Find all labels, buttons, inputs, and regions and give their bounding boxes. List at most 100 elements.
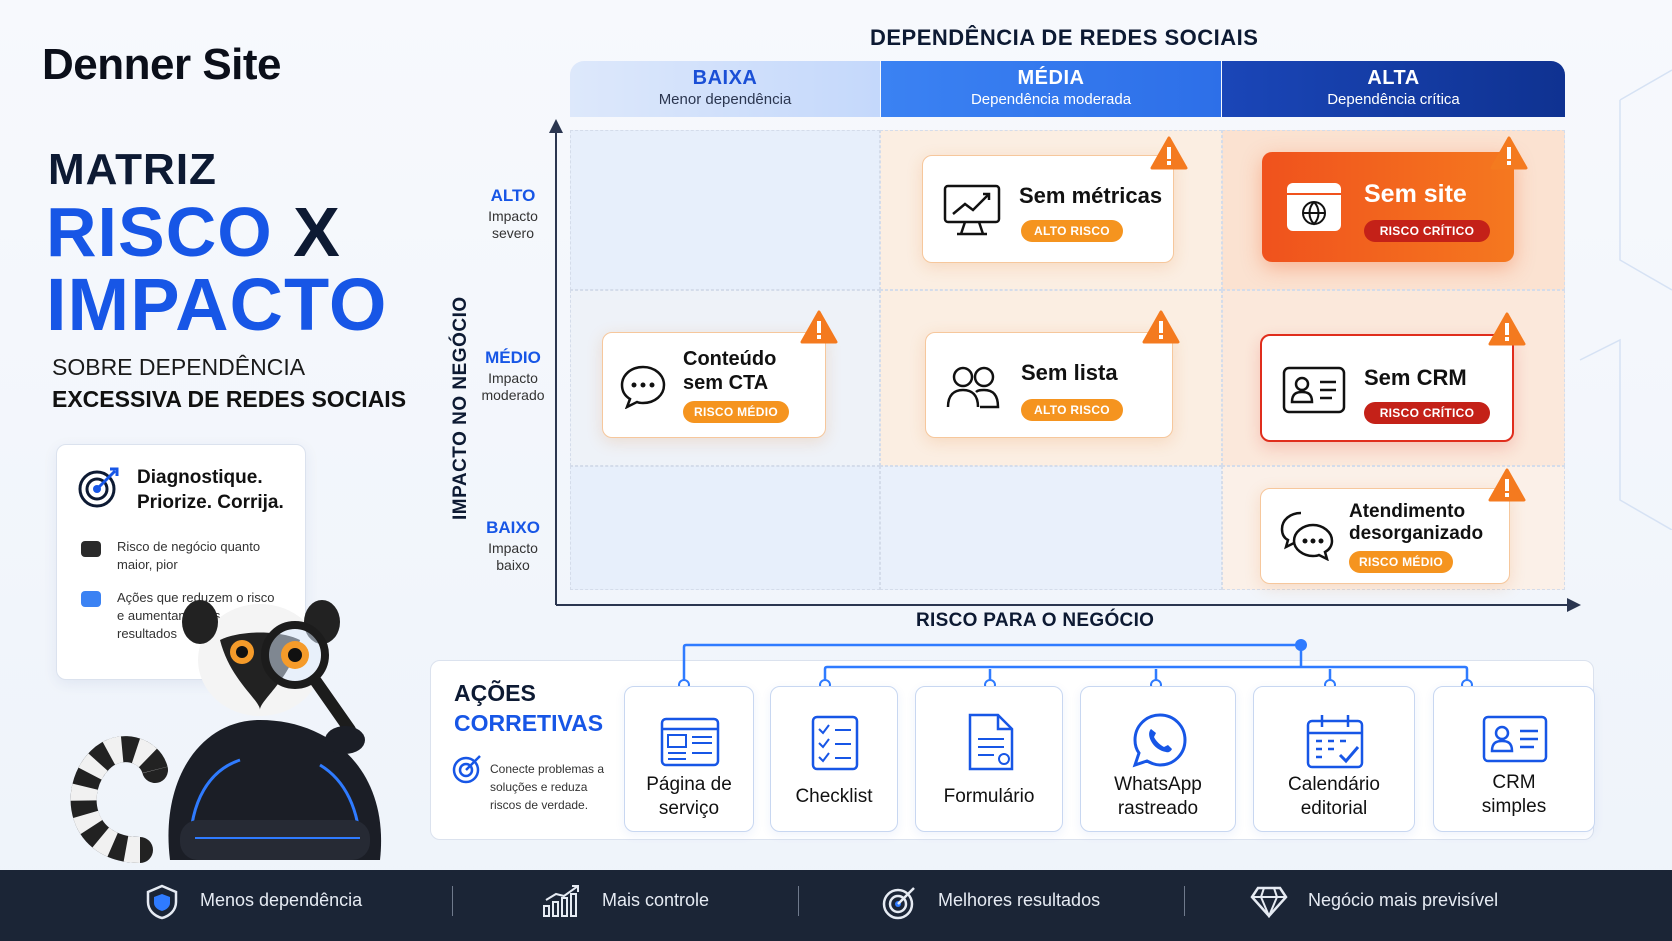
risk-title: Sem métricas xyxy=(1019,183,1163,208)
column-media-sub: Dependência moderada xyxy=(970,91,1132,108)
subtitle-line2: EXCESSIVA DE REDES SOCIAIS xyxy=(52,386,407,412)
brand-name-first: Denner xyxy=(42,40,191,89)
row-medio: MÉDIO Impacto moderado xyxy=(468,348,558,404)
action-label: Formulário xyxy=(943,786,1035,807)
footer-bar xyxy=(0,870,1672,941)
target-icon xyxy=(882,887,915,920)
diamond-icon xyxy=(1250,886,1288,918)
actions-title-line1: AÇÕES xyxy=(454,680,536,706)
action-pagina-de-servico[interactable]: Página de serviço xyxy=(624,686,754,832)
footer-divider xyxy=(452,886,453,916)
row-alto-sub: Impacto severo xyxy=(488,208,538,241)
bottom-axis-title: RISCO PARA O NEGÓCIO xyxy=(916,610,1155,631)
warning-icon xyxy=(1488,312,1526,346)
legend-risk-text: Risco de negócio quanto maior, pior xyxy=(117,539,261,572)
row-alto-label: ALTO xyxy=(490,186,536,205)
contact-card-icon xyxy=(1282,366,1346,414)
actions-description: Conecte problemas a soluções e reduza ri… xyxy=(490,762,605,812)
actions-title-line2: CORRETIVAS xyxy=(454,710,604,736)
form-icon xyxy=(968,713,1014,771)
target-icon xyxy=(78,467,119,508)
action-formulario[interactable]: Formulário xyxy=(915,686,1063,832)
column-alta-sub: Dependência crítica xyxy=(1327,91,1460,108)
title-risco-word: RISCO xyxy=(46,193,273,271)
shield-icon xyxy=(146,884,178,920)
whatsapp-icon xyxy=(1132,713,1187,768)
action-label: CRM simples xyxy=(1481,772,1547,817)
risk-badge: ALTO RISCO xyxy=(1021,220,1123,242)
chat-bubbles-icon xyxy=(1280,511,1334,561)
action-calendario-editorial[interactable]: Calendário editorial xyxy=(1253,686,1415,832)
cell-alto-baixa xyxy=(570,130,880,290)
users-icon xyxy=(946,366,1000,409)
row-medio-sub: Impacto moderado xyxy=(481,370,545,403)
chat-bubble-icon xyxy=(620,365,666,409)
action-label: Página de serviço xyxy=(646,774,732,819)
risk-card-sem-crm[interactable]: Sem CRM RISCO CRÍTICO xyxy=(1260,334,1514,442)
footer-divider xyxy=(798,886,799,916)
footer-divider xyxy=(1184,886,1185,916)
risk-title: Conteúdo sem CTA xyxy=(683,348,777,394)
action-whatsapp-rastreado[interactable]: WhatsApp rastreado xyxy=(1080,686,1236,832)
column-alta: ALTA Dependência crítica xyxy=(1222,61,1565,117)
column-baixa-label: BAIXA xyxy=(692,67,758,89)
row-baixo-label: BAIXO xyxy=(486,518,540,537)
column-baixa-sub: Menor dependência xyxy=(658,91,792,108)
footer-item-label: Menos dependência xyxy=(200,890,363,910)
footer-item-label: Melhores resultados xyxy=(938,890,1101,910)
globe-window-icon xyxy=(1287,183,1341,231)
footer-item-label: Negócio mais previsível xyxy=(1308,890,1499,910)
risk-card-atendimento-desorganizado[interactable]: Atendimento desorganizado RISCO MÉDIO xyxy=(1260,488,1510,584)
action-label: Checklist xyxy=(795,786,873,807)
action-crm-simples[interactable]: CRM simples xyxy=(1433,686,1595,832)
warning-icon xyxy=(800,310,838,344)
column-media: MÉDIA Dependência moderada xyxy=(881,61,1221,117)
growth-chart-icon xyxy=(543,885,579,917)
row-baixo: BAIXO Impacto baixo xyxy=(468,518,558,574)
row-medio-label: MÉDIO xyxy=(485,348,541,367)
calendar-icon xyxy=(1306,715,1364,769)
column-media-label: MÉDIA xyxy=(1017,67,1085,89)
column-alta-label: ALTA xyxy=(1367,67,1420,89)
matrix-axes xyxy=(549,119,1581,612)
risk-card-sem-lista[interactable]: Sem lista ALTO RISCO xyxy=(925,332,1173,438)
subtitle-line1: SOBRE DEPENDÊNCIA xyxy=(52,354,306,380)
action-checklist[interactable]: Checklist xyxy=(770,686,898,832)
brand-logo: Denner Site xyxy=(42,40,282,90)
risk-title: Sem lista xyxy=(1021,360,1118,385)
risk-badge: RISCO CRÍTICO xyxy=(1364,220,1490,242)
diagnostic-title: Diagnostique. Priorize. Corrija. xyxy=(137,467,284,513)
title-x: X xyxy=(293,193,341,271)
risk-card-conteudo-sem-cta[interactable]: Conteúdo sem CTA RISCO MÉDIO xyxy=(602,332,826,438)
legend-action-swatch xyxy=(81,591,101,607)
legend-risk-swatch xyxy=(81,541,101,557)
risk-title: Sem site xyxy=(1364,180,1467,208)
risk-card-sem-metricas[interactable]: Sem métricas ALTO RISCO xyxy=(922,155,1174,263)
lemur-mascot xyxy=(70,600,382,863)
title-impacto: IMPACTO xyxy=(46,263,388,346)
risk-badge: RISCO MÉDIO xyxy=(683,401,789,423)
risk-card-sem-site[interactable]: Sem site RISCO CRÍTICO xyxy=(1262,152,1514,262)
risk-badge: ALTO RISCO xyxy=(1021,399,1123,421)
cell-baixo-media xyxy=(880,466,1222,590)
row-baixo-sub: Impacto baixo xyxy=(488,540,538,573)
diagnostic-card: Diagnostique. Priorize. Corrija. Risco d… xyxy=(56,444,306,680)
cell-baixo-baixa xyxy=(570,466,880,590)
y-axis-title: IMPACTO NO NEGÓCIO xyxy=(450,296,471,520)
title-matriz: MATRIZ xyxy=(48,145,217,194)
action-label: Calendário editorial xyxy=(1288,774,1380,819)
target-icon xyxy=(452,755,481,784)
x-axis-title: DEPENDÊNCIA DE REDES SOCIAIS xyxy=(870,25,1259,50)
warning-icon xyxy=(1150,136,1188,170)
risk-title: Atendimento desorganizado xyxy=(1349,501,1484,544)
row-alto: ALTO Impacto severo xyxy=(468,186,558,242)
chart-monitor-icon xyxy=(943,184,1001,236)
action-label: WhatsApp rastreado xyxy=(1114,774,1202,819)
background-decoration xyxy=(1579,69,1672,530)
warning-icon xyxy=(1488,468,1526,502)
warning-icon xyxy=(1142,310,1180,344)
title-risco: RISCO X xyxy=(46,192,341,272)
risk-badge: RISCO CRÍTICO xyxy=(1364,402,1490,424)
brand-name-second: Site xyxy=(202,40,282,89)
webpage-icon xyxy=(660,717,720,767)
